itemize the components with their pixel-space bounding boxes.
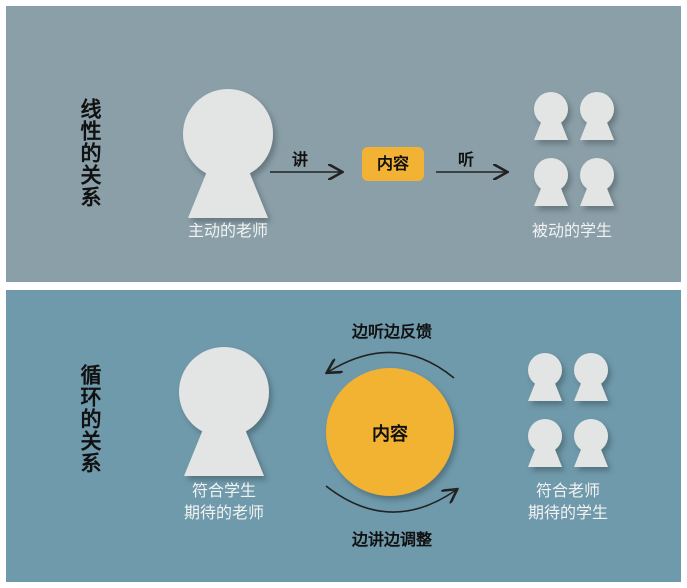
cyclic-figure	[179, 347, 608, 513]
teacher-label: 符合学生 期待的老师	[162, 480, 286, 524]
cyclic-title: 循环的关系	[78, 364, 102, 474]
linear-figure	[183, 89, 614, 218]
linear-relationship-panel: 线性的关系 主动的老师 讲 内容 听 被动的学生	[6, 6, 681, 282]
teacher-label-line-1: 符合学生	[191, 481, 256, 500]
students-figure	[528, 353, 608, 467]
speak-adjust-label: 边讲边调整	[351, 530, 432, 549]
students-label-line-1: 符合老师	[535, 481, 600, 500]
bottom-cycle-arrow	[325, 485, 456, 513]
content-label: 内容	[372, 424, 408, 445]
teacher-label-line-2: 期待的老师	[183, 503, 264, 522]
cyclic-relationship-panel: 循环的关系 边听边反馈 内容 边讲边调整 符合学生 期待的老师 符合老师 期待的…	[6, 290, 681, 582]
students-figure	[534, 92, 614, 206]
students-label: 符合老师 期待的学生	[506, 480, 630, 524]
teacher-figure	[183, 89, 273, 218]
linear-title: 线性的关系	[78, 98, 102, 208]
students-label-line-2: 期待的学生	[527, 503, 608, 522]
teacher-figure	[179, 347, 269, 476]
teacher-label: 主动的老师	[187, 221, 268, 240]
listen-label: 听	[458, 150, 475, 169]
content-circle	[326, 368, 454, 496]
top-cycle-arrow	[328, 351, 455, 379]
students-label: 被动的学生	[531, 221, 612, 240]
speak-label: 讲	[292, 150, 309, 169]
listen-feedback-label: 边听边反馈	[351, 322, 432, 341]
content-box: 内容	[362, 147, 424, 181]
